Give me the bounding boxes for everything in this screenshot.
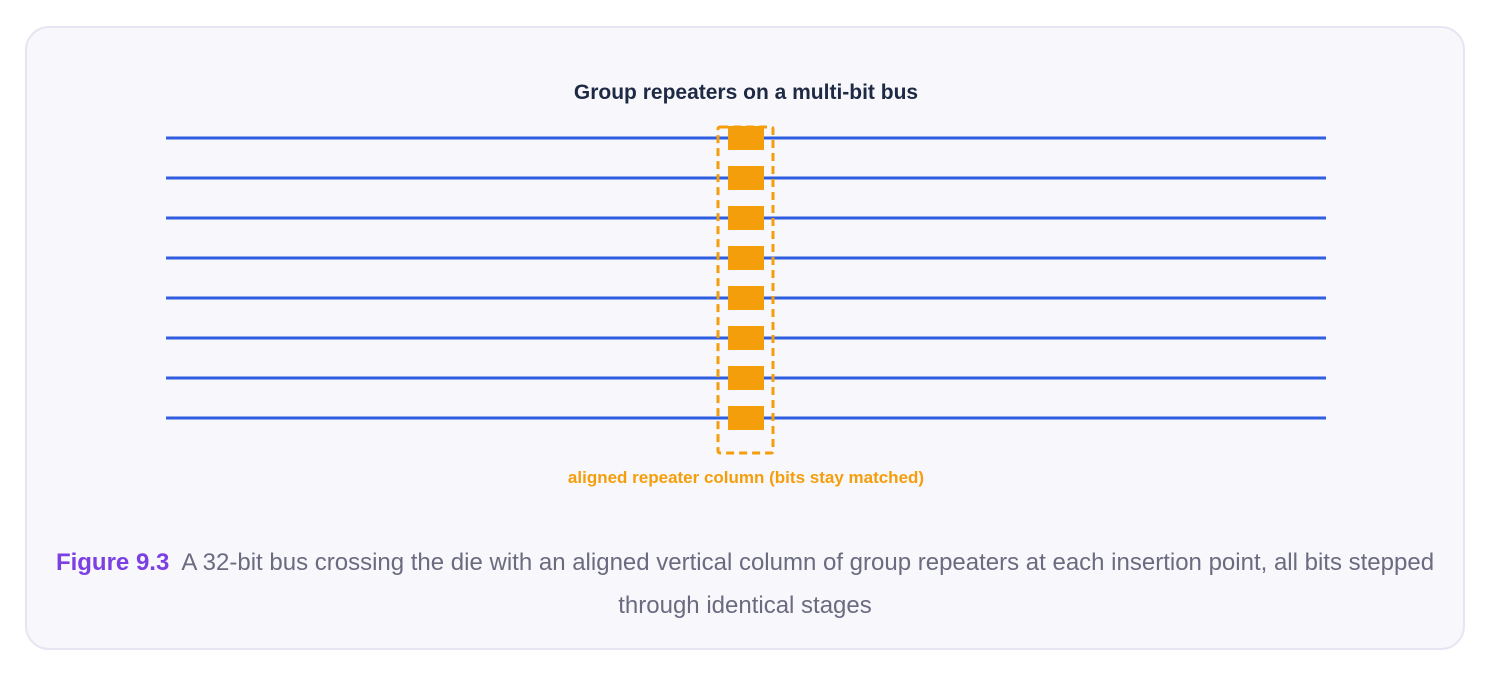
figure-label: Figure 9.3 — [55, 549, 170, 576]
figure-caption-text: A 32-bit bus crossing the die with an al… — [181, 549, 1435, 619]
repeater-column-outline — [716, 125, 775, 455]
figure-caption: Figure 9.3 A 32-bit bus crossing the die … — [25, 541, 1465, 627]
repeater-6 — [728, 326, 764, 350]
repeater-4 — [728, 246, 764, 270]
repeater-1 — [728, 126, 764, 150]
repeater-7 — [728, 366, 764, 390]
repeater-8 — [728, 406, 764, 430]
repeater-2 — [728, 166, 764, 190]
repeater-3 — [728, 206, 764, 230]
repeater-group — [728, 126, 764, 430]
diagram-title: Group repeaters on a multi-bit bus — [574, 81, 918, 104]
repeater-5 — [728, 286, 764, 310]
column-label: aligned repeater column (bits stay match… — [568, 468, 924, 487]
